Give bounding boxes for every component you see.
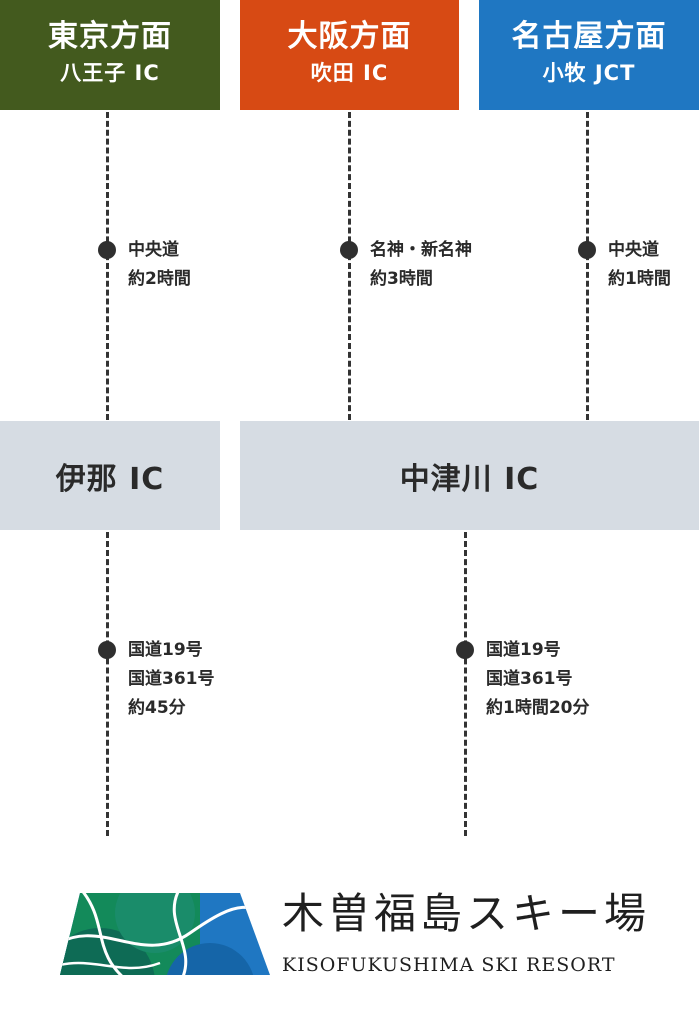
route-time: 約3時間 (370, 269, 433, 289)
origin-city-label: 名古屋方面 (511, 19, 667, 54)
origin-nagoya: 名古屋方面 小牧 JCT (479, 0, 699, 110)
route-time: 約1時間 (608, 269, 671, 289)
route-road: 中央道 (128, 240, 179, 260)
route-line-nagoya (586, 112, 589, 420)
origin-city-label: 東京方面 (48, 19, 172, 54)
origin-ic-label: 小牧 JCT (542, 61, 636, 85)
route-road: 国道19号 (486, 640, 561, 660)
resort-name: 木曽福島スキー場 (282, 889, 651, 938)
route-marker (456, 641, 474, 659)
route-road: 国道361号 (128, 669, 215, 689)
resort-logo-mark (60, 893, 270, 975)
route-time: 約1時間20分 (486, 698, 590, 718)
route-line-nakatsugawa (464, 532, 467, 836)
route-info-ina: 国道19号 国道361号 約45分 (128, 636, 215, 723)
route-line-ina (106, 532, 109, 836)
route-marker (578, 241, 596, 259)
route-info-nakatsugawa: 国道19号 国道361号 約1時間20分 (486, 636, 590, 723)
origin-city-label: 大阪方面 (287, 19, 412, 54)
route-road: 国道361号 (486, 669, 573, 689)
route-road: 中央道 (608, 240, 659, 260)
route-info-osaka: 名神・新名神 約3時間 (370, 236, 472, 294)
resort-name-en: KISOFUKUSHIMA SKI RESORT (282, 954, 616, 976)
junction-nakatsugawa: 中津川 IC (240, 421, 699, 530)
route-line-osaka (348, 112, 351, 420)
origin-ic-label: 八王子 IC (60, 61, 160, 85)
route-info-tokyo: 中央道 約2時間 (128, 236, 191, 294)
origin-ic-label: 吹田 IC (310, 61, 389, 85)
route-info-nagoya: 中央道 約1時間 (608, 236, 671, 294)
junction-label: 中津川 IC (399, 461, 540, 497)
origin-osaka: 大阪方面 吹田 IC (240, 0, 459, 110)
route-time: 約2時間 (128, 269, 191, 289)
route-marker (98, 241, 116, 259)
route-marker (340, 241, 358, 259)
junction-label: 伊那 IC (55, 461, 165, 497)
origin-tokyo: 東京方面 八王子 IC (0, 0, 220, 110)
junction-ina: 伊那 IC (0, 421, 220, 530)
route-line-tokyo (106, 112, 109, 420)
route-time: 約45分 (128, 698, 186, 718)
route-road: 国道19号 (128, 640, 203, 660)
route-road: 名神・新名神 (370, 240, 472, 260)
route-marker (98, 641, 116, 659)
